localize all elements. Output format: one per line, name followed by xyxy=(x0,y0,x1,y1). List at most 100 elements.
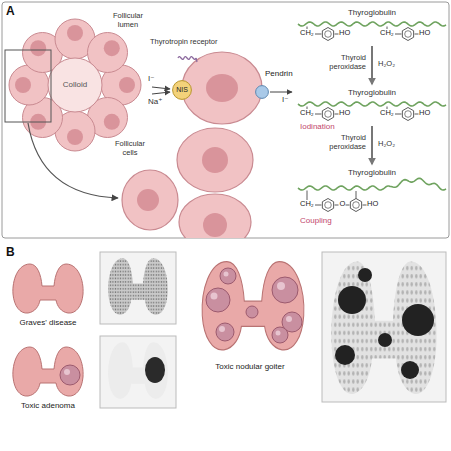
cell-nucleus xyxy=(104,114,120,130)
thyroid-gland xyxy=(202,262,304,350)
chemical-bond xyxy=(415,34,419,35)
thyroid-nodule xyxy=(216,323,234,341)
cell-nucleus xyxy=(119,77,135,93)
benzene-ring xyxy=(325,111,332,118)
protein-chain xyxy=(298,22,446,26)
structure-label: Follicular lumen xyxy=(105,12,151,29)
thyroid-gland xyxy=(13,264,83,313)
chemical-group: CH₂ xyxy=(380,29,394,38)
cell-nucleus xyxy=(104,40,120,56)
step-label: Iodination xyxy=(300,122,335,131)
reaction-arrow xyxy=(371,126,373,164)
node-outline xyxy=(173,81,192,100)
thyroid-scan xyxy=(331,261,436,394)
chemical-group: CH₂ xyxy=(380,109,394,118)
cell-nucleus xyxy=(202,147,228,173)
chemical-group: HO xyxy=(339,29,350,38)
thyroid-nodule xyxy=(60,365,80,385)
chemical-bond xyxy=(315,34,322,35)
thyroid-nodule xyxy=(276,331,281,336)
benzene-ring xyxy=(350,199,361,212)
chemical-bond xyxy=(315,205,322,206)
thyroid-scan xyxy=(100,252,176,324)
node-outline xyxy=(255,85,269,99)
benzene-ring xyxy=(322,199,333,212)
zoom-box xyxy=(5,50,51,122)
ion-label: I⁻ xyxy=(148,74,154,83)
chemical-bond xyxy=(346,205,350,206)
chemical-bond xyxy=(415,114,419,115)
step-label: Coupling xyxy=(300,216,332,225)
follicular-cell xyxy=(182,52,262,124)
molecule-label: Thyroglobulin xyxy=(348,168,396,177)
reaction-arrow xyxy=(371,46,373,84)
node-text: NIS xyxy=(176,86,188,94)
transporter-circle: NIS xyxy=(172,80,192,100)
chemical-group: HO xyxy=(367,200,378,209)
thyroid-nodule xyxy=(224,272,229,277)
thyroid-scan xyxy=(322,252,446,402)
thyroid-scan xyxy=(322,252,446,402)
hot-nodule xyxy=(401,361,419,379)
chemical-group: CH₂ xyxy=(300,29,314,38)
chemical-bond xyxy=(395,34,402,35)
benzene-ring xyxy=(325,202,332,209)
enzyme-label: Thyroid peroxidase xyxy=(308,134,366,151)
thyroid-nodule xyxy=(272,277,298,303)
follicular-cell xyxy=(177,128,253,192)
chemical-bond xyxy=(335,34,339,35)
panel-letter: A xyxy=(6,5,15,19)
chemical-bond xyxy=(335,205,339,206)
chemical-group: HO xyxy=(339,109,350,118)
cell-nucleus xyxy=(137,189,159,211)
enzyme-label: Thyroid peroxidase xyxy=(308,54,366,71)
thyroid-scan xyxy=(331,261,436,394)
thyroid-scan xyxy=(100,336,176,408)
thyroid-nodule xyxy=(272,327,288,343)
chemical-group: HO xyxy=(419,109,430,118)
structure-label: Follicular cells xyxy=(107,140,153,157)
benzene-ring xyxy=(402,28,413,41)
reagent-label: H₂O₂ xyxy=(378,60,395,69)
thyrotropin-receptor xyxy=(178,57,196,60)
thyroid-nodule xyxy=(246,306,258,318)
chemical-group: HO xyxy=(419,29,430,38)
zoom-arrow xyxy=(28,123,118,198)
chemical-group: O xyxy=(340,200,346,209)
condition-label: Toxic nodular goiter xyxy=(210,362,290,371)
benzene-ring xyxy=(405,111,412,118)
chemical-bond xyxy=(335,114,339,115)
benzene-ring xyxy=(402,108,413,121)
chemical-bond xyxy=(315,114,322,115)
thyroid-scan xyxy=(108,342,168,398)
cell-nucleus xyxy=(137,74,238,237)
node-text: Pendrin xyxy=(265,70,293,79)
thyroid-nodule xyxy=(206,288,230,312)
molecule-label: Thyroglobulin xyxy=(348,8,396,17)
thyroid-nodule xyxy=(220,268,236,284)
hot-nodule xyxy=(335,268,434,379)
benzene-ring xyxy=(325,31,332,38)
condition-label: Graves' disease xyxy=(19,318,76,327)
hot-nodule xyxy=(402,304,434,336)
benzene-ring xyxy=(322,28,333,41)
thyroid-nodule xyxy=(286,316,292,322)
ion-label: Na⁺ xyxy=(148,97,162,106)
thyroid-scan xyxy=(100,336,176,408)
follicular-cell xyxy=(122,170,178,230)
cell-nucleus xyxy=(203,213,227,237)
ion-arrow xyxy=(152,87,170,89)
node-outline xyxy=(256,86,269,99)
condition-label: Toxic adenoma xyxy=(21,401,75,410)
benzene-ring xyxy=(322,108,333,121)
protein-chain xyxy=(298,102,446,106)
thyroid-scan xyxy=(100,252,176,324)
thyroid-nodule xyxy=(211,293,218,300)
thyrotropin-receptor xyxy=(178,57,197,62)
reagent-label: H₂O₂ xyxy=(378,140,395,149)
chemical-bond xyxy=(307,191,308,201)
hot-nodule xyxy=(335,345,355,365)
thyroid-nodule xyxy=(219,326,225,332)
thyroid-nodule xyxy=(64,369,70,375)
hot-nodule xyxy=(338,286,366,314)
